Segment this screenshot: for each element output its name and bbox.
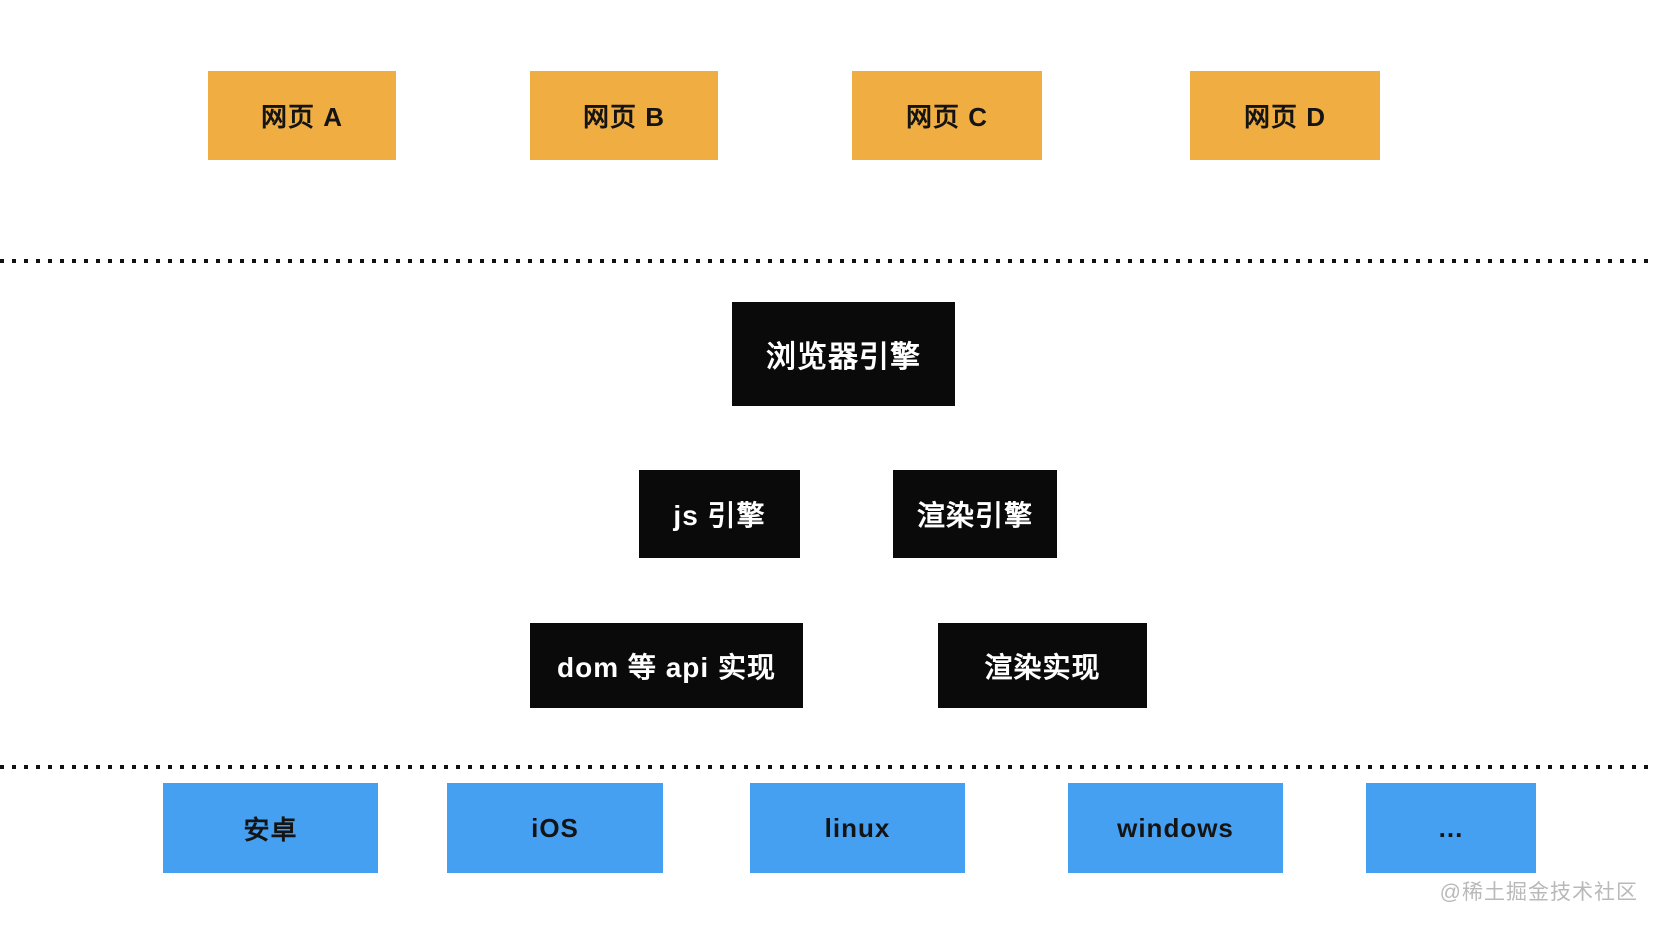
js-engine-box: js 引擎 bbox=[639, 470, 800, 558]
render-implementation-box: 渲染实现 bbox=[938, 623, 1147, 708]
browser-engine-box: 浏览器引擎 bbox=[732, 302, 955, 406]
webpage-a-box: 网页 A bbox=[208, 71, 396, 160]
platform-android-box: 安卓 bbox=[163, 783, 378, 873]
webpage-c-box: 网页 C bbox=[852, 71, 1042, 160]
webpage-b-box: 网页 B bbox=[530, 71, 718, 160]
platform-ios-box: iOS bbox=[447, 783, 663, 873]
platform-more-box: ... bbox=[1366, 783, 1536, 873]
platform-windows-box: windows bbox=[1068, 783, 1283, 873]
watermark-text: @稀土掘金技术社区 bbox=[1439, 881, 1638, 904]
dom-api-implementation-box: dom 等 api 实现 bbox=[530, 623, 803, 708]
webpage-d-box: 网页 D bbox=[1190, 71, 1380, 160]
render-engine-box: 渲染引擎 bbox=[893, 470, 1057, 558]
platform-linux-box: linux bbox=[750, 783, 965, 873]
dotted-divider-bottom bbox=[0, 765, 1656, 769]
dotted-divider-top bbox=[0, 259, 1656, 263]
